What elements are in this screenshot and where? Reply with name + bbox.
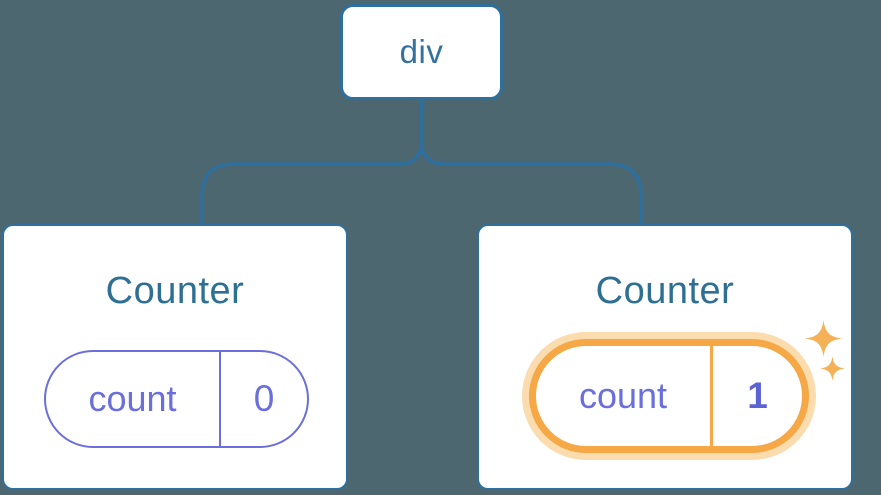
state-value-cell: 0 (221, 352, 307, 446)
state-key-cell: count (536, 346, 710, 446)
state-key-label: count (88, 378, 177, 419)
state-value: 1 (747, 375, 768, 416)
root-node-label: div (399, 33, 444, 70)
sparkle-large-icon (805, 320, 842, 357)
card-title: Counter (595, 270, 735, 312)
state-value: 0 (253, 378, 275, 419)
counter-card-left: Counter count 0 (2, 224, 348, 490)
state-key-label: count (578, 375, 668, 416)
state-key-cell: count (46, 352, 219, 446)
pill-divider (219, 352, 221, 446)
counter-card-right: Counter count 1 (477, 224, 853, 490)
state-pill-highlighted: count 1 (529, 339, 809, 453)
state-value-cell: 1 (713, 346, 802, 446)
sparkle-small-icon (820, 356, 845, 381)
pill-divider (710, 346, 713, 446)
state-pill: count 0 (44, 350, 309, 448)
sparkles-icon (805, 320, 847, 384)
card-title: Counter (105, 270, 245, 312)
root-node: div (340, 4, 503, 100)
